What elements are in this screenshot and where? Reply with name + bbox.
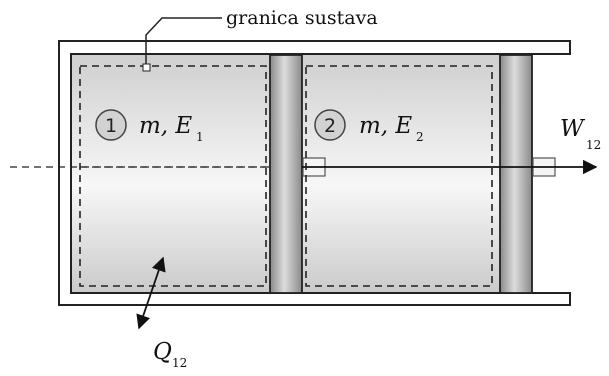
system-boundary-2 [305,65,493,287]
piston-2 [499,54,533,294]
work-subscript: 12 [586,138,601,152]
piston-1 [269,54,303,294]
work-label: W [560,116,586,142]
subsystem-2-subscript: 2 [416,130,424,144]
gas-region-2 [302,55,500,292]
boundary-leader-line [145,17,222,64]
cylinder-wall [58,40,571,306]
subsystem-2-label: m, E [359,113,412,139]
subsystem-2-badge [314,109,346,141]
subsystem-1-subscript: 1 [196,130,204,144]
subsystem-1-number: 1 [105,115,117,137]
subsystem-1-label: m, E [139,113,192,139]
boundary-marker [142,63,151,72]
subsystem-2-number: 2 [324,115,336,137]
system-boundary-1 [79,65,267,287]
heat-subscript: 12 [172,356,187,370]
boundary-label: granica sustava [226,7,378,29]
heat-label: Q [153,339,172,365]
subsystem-1-badge [95,109,127,141]
gas-region-1 [72,55,270,292]
heat-arrow [136,256,166,330]
